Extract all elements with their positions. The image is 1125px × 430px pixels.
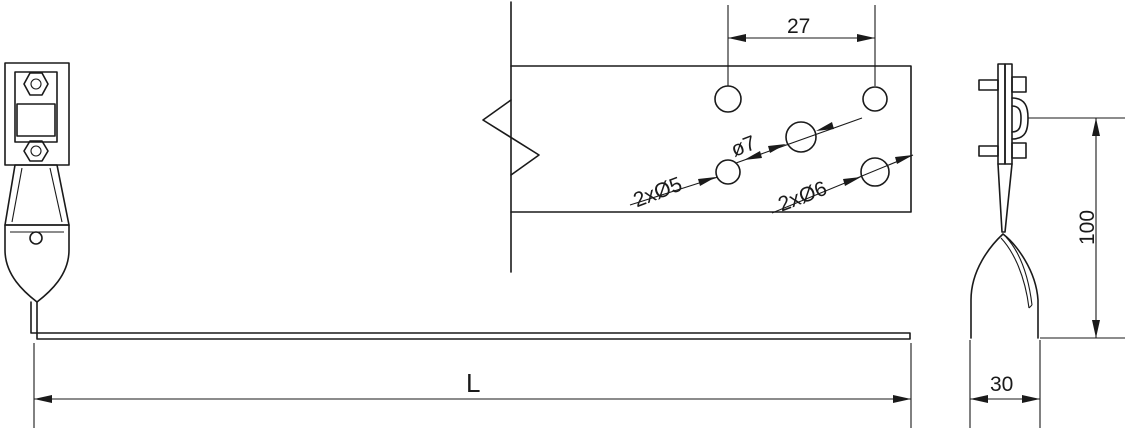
clamp-inner-frame xyxy=(14,71,58,143)
side-view xyxy=(970,63,1039,339)
side-teardrop xyxy=(970,233,1039,339)
clamp-plate xyxy=(16,103,56,137)
dimension-width: 30 xyxy=(969,340,1041,428)
rod xyxy=(30,301,911,340)
detail-view: 27 ø7 2xØ5 2xØ6 xyxy=(482,1,914,273)
break-line xyxy=(482,99,540,176)
dimension-length: L xyxy=(33,343,912,428)
hole-center xyxy=(785,121,817,153)
hex-nut-lower xyxy=(23,140,49,162)
dia5-label: 2xØ5 xyxy=(630,173,685,212)
hole-bottom-left xyxy=(715,159,741,185)
height-label: 100 xyxy=(1076,210,1099,245)
clamp-wedge xyxy=(4,164,70,226)
spacing-label: 27 xyxy=(787,15,810,38)
strip-outline xyxy=(510,65,912,213)
hole-top-right xyxy=(862,86,888,112)
hex-nut-upper xyxy=(23,72,49,96)
dia6-label: 2xØ6 xyxy=(775,177,830,216)
hole-top-left xyxy=(714,85,742,113)
width-label: 30 xyxy=(990,373,1013,396)
dimension-height: 100 xyxy=(1028,117,1125,339)
clamp-teardrop xyxy=(4,224,70,303)
front-view xyxy=(4,62,911,340)
pivot-hole xyxy=(29,231,43,245)
hole-bottom-right xyxy=(860,157,890,187)
length-label: L xyxy=(466,368,480,398)
